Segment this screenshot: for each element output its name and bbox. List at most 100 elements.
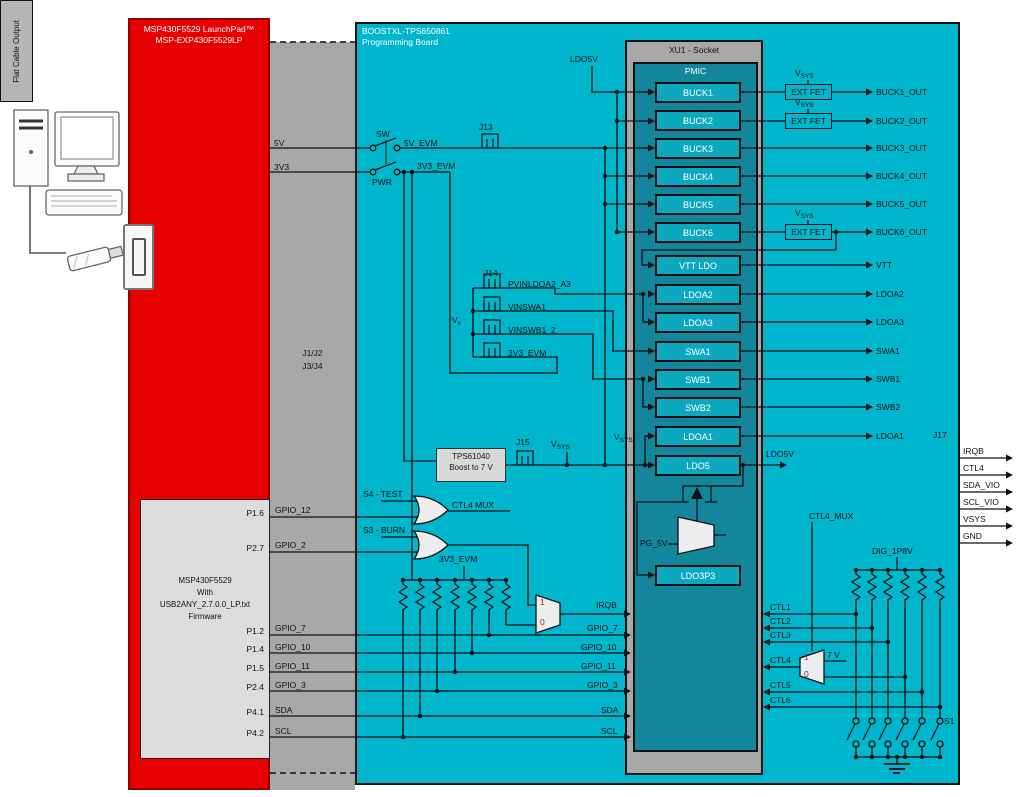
output-label: BUCK1_OUT bbox=[876, 87, 928, 97]
net-ldo5v-out: LDO5V bbox=[766, 449, 794, 459]
launchpad-title-line1: MSP430F5529 LaunchPad™ bbox=[143, 24, 255, 34]
flat-cable-signal: GND bbox=[963, 531, 982, 541]
switch-pwr-label: PWR bbox=[372, 177, 392, 187]
mcu-box bbox=[140, 499, 270, 759]
pmic-block: SWB1 bbox=[655, 369, 741, 390]
jumper-j13-label: J13 bbox=[479, 122, 493, 132]
net-vsys: VSYS bbox=[551, 439, 570, 451]
pin-label: P2.4 bbox=[246, 682, 265, 692]
net-vsys: VSYS bbox=[614, 432, 633, 444]
net-vsys: VSYS bbox=[795, 97, 814, 109]
net-3v3-evm-j14: 3V3_EVM bbox=[508, 348, 547, 358]
signal-label: SDA bbox=[601, 705, 619, 715]
output-label: SWB1 bbox=[876, 374, 901, 384]
net-ldo5v-top: LDO5V bbox=[570, 54, 598, 64]
net-7v: 7 V bbox=[827, 650, 840, 660]
s1-label: S1 bbox=[944, 716, 955, 726]
net-3v3-evm: 3V3_EVM bbox=[417, 161, 456, 171]
net-5v-evm: 5V_EVM bbox=[404, 138, 438, 148]
signal-label: GPIO_2 bbox=[275, 540, 306, 550]
or-gate-burn bbox=[412, 530, 449, 560]
net-ctl4-mux: CTL4_MUX bbox=[809, 511, 854, 521]
socket-title: XU1 - Socket bbox=[668, 45, 720, 55]
net-3v3: 3V3 bbox=[274, 162, 290, 172]
pmic-block: LDO5 bbox=[655, 455, 741, 476]
irqb-mux-input-0: 0 bbox=[540, 617, 545, 627]
j17-label: J17 bbox=[933, 430, 947, 440]
pmic-block: SWB2 bbox=[655, 397, 741, 418]
pmic-title: PMIC bbox=[684, 66, 707, 76]
ext-fet-box: EXT FET bbox=[785, 113, 832, 129]
pmic-block: VTT LDO bbox=[655, 255, 741, 276]
pin-label: P1.6 bbox=[246, 508, 265, 518]
connector-strip bbox=[270, 42, 355, 790]
signal-label: GPIO_7 bbox=[275, 623, 306, 633]
board-title-line1: BOOSTXL-TPS650861 bbox=[362, 26, 450, 36]
net-pvinldoa2-a3: PVINLDOA2_A3 bbox=[508, 279, 571, 289]
strip-label-line2: J3/J4 bbox=[302, 361, 323, 371]
jumper-j15-label: J15 bbox=[516, 437, 530, 447]
jumper-icons bbox=[481, 133, 534, 466]
mcu-line2: With bbox=[197, 588, 213, 597]
net-ctl5: CTL5 bbox=[770, 680, 791, 690]
switch-sw-label: SW bbox=[376, 129, 390, 139]
boost-line2: Boost to 7 V bbox=[449, 463, 493, 472]
net-5v: 5V bbox=[274, 138, 285, 148]
s3-burn-label: S3 - BURN bbox=[363, 525, 406, 535]
pg5v-buffer bbox=[677, 516, 715, 555]
ext-fet-box: EXT FET bbox=[785, 224, 832, 240]
flat-cable-signal: VSYS bbox=[963, 514, 986, 524]
strip-label-line1: J1/J2 bbox=[302, 348, 323, 358]
signal-label: SCL bbox=[275, 726, 292, 736]
pin-label: P4.2 bbox=[246, 728, 265, 738]
jumper-j14-label: J14 bbox=[484, 268, 498, 278]
net-ctl4: CTL4 bbox=[770, 655, 791, 665]
signal-label: GPIO_11 bbox=[581, 661, 616, 671]
signal-label: GPIO_7 bbox=[587, 623, 618, 633]
flat-cable-signal: CTL4 bbox=[963, 463, 984, 473]
launchpad-title-line2: MSP-EXP430F5529LP bbox=[155, 35, 243, 45]
ctl4-mux bbox=[799, 649, 825, 685]
pmic-block: BUCK6 bbox=[655, 222, 741, 243]
computer-icon bbox=[13, 109, 123, 254]
pmic-block: BUCK2 bbox=[655, 110, 741, 131]
output-label: BUCK6_OUT bbox=[876, 227, 928, 237]
pin-label: P1.2 bbox=[246, 626, 265, 636]
signal-label: GPIO_3 bbox=[275, 680, 306, 690]
pmic-block: BUCK3 bbox=[655, 138, 741, 159]
switch-contacts bbox=[369, 144, 944, 748]
pmic-block: BUCK4 bbox=[655, 166, 741, 187]
output-label: BUCK3_OUT bbox=[876, 143, 928, 153]
signal-label: SDA bbox=[275, 705, 293, 715]
net-ctl4-mux-gate: CTL4 MUX bbox=[452, 500, 495, 510]
net-dig-1p8v: DIG_1P8V bbox=[872, 546, 913, 556]
usb-slot-icon bbox=[132, 238, 146, 276]
net-ctl1: CTL1 bbox=[770, 602, 791, 612]
net-pg5v: PG_5V bbox=[640, 538, 668, 548]
output-label: SWA1 bbox=[876, 346, 900, 356]
net-vinswb1-2: VINSWB1_2 bbox=[508, 325, 556, 335]
pmic-block-ldo3p3: LDO3P3 bbox=[655, 565, 741, 586]
pin-label: P2.7 bbox=[246, 543, 265, 553]
usb-dongle-icon bbox=[66, 245, 124, 272]
pin-label: P1.4 bbox=[246, 644, 265, 654]
s4-test-label: S4 - TEST bbox=[363, 489, 403, 499]
net-ctl2: CTL2 bbox=[770, 616, 791, 626]
boost-line1: TPS61040 bbox=[452, 452, 490, 461]
net-ctl3: CTL3 bbox=[770, 630, 791, 640]
pmic-block: LDOA3 bbox=[655, 312, 741, 333]
mcu-line4: Firmware bbox=[188, 612, 222, 621]
pin-label: P1.5 bbox=[246, 663, 265, 673]
output-label: LDOA1 bbox=[876, 431, 904, 441]
usb-port bbox=[123, 224, 154, 290]
output-label: BUCK5_OUT bbox=[876, 199, 928, 209]
boost-converter-box bbox=[436, 448, 506, 482]
diode-icon bbox=[691, 487, 703, 499]
flat-cable-signal: IRQB bbox=[963, 446, 984, 456]
flat-cable-signal: SCL_VIO bbox=[963, 497, 999, 507]
mcu-line3: USB2ANY_2.7.0.0_LP.txt bbox=[159, 600, 251, 609]
pin-label: P4.1 bbox=[246, 707, 265, 717]
irqb-mux-input-1: 1 bbox=[540, 597, 545, 607]
output-label: SWB2 bbox=[876, 402, 901, 412]
signal-label: GPIO_10 bbox=[275, 642, 311, 652]
